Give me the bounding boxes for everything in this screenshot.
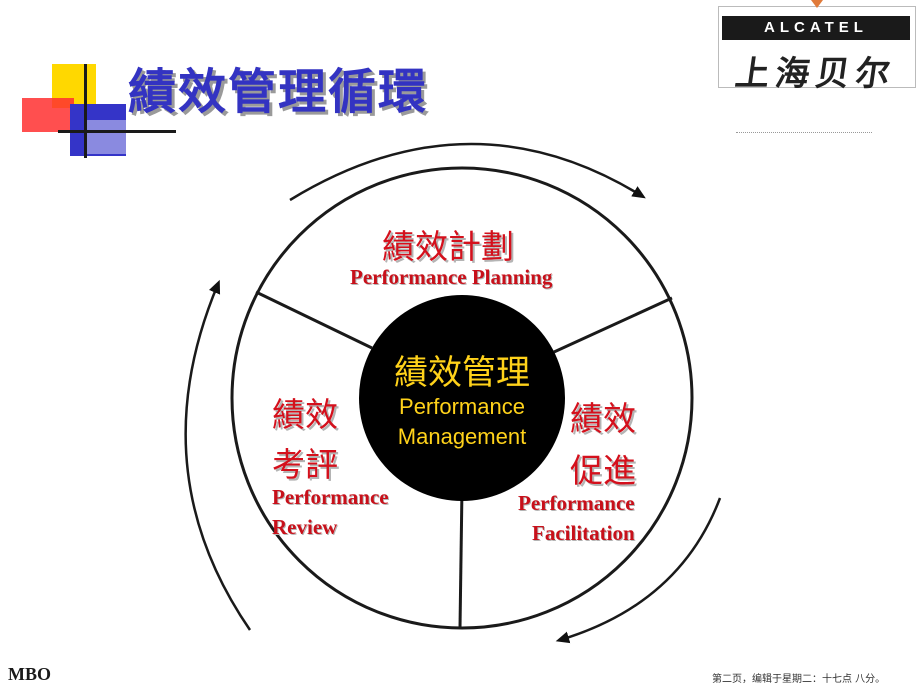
page-title: 績效管理循環 [128,64,429,120]
footer-label: MBO [8,664,51,684]
planning-title-cn: 績效計劃 [382,227,514,266]
center-title-en-line2: Management [397,424,527,449]
review-title-en-line1: Performance [272,485,389,509]
logo-brand-text: ALCATEL [722,16,910,40]
center-title-en-line1: Performance [399,394,525,419]
review-title-cn-line1: 績效 [272,395,338,434]
divider-right [553,296,673,354]
facilitation-title-cn-line1: 績效 [570,399,636,438]
divider-bottom [458,487,464,629]
facilitation-title-en-line1: Performance [518,491,635,515]
footer-page-info: 第二页，编辑于星期二：十七点 八分。 [712,674,886,685]
decor-line-horizontal [58,130,176,133]
arrow-left [184,279,252,631]
divider-left [255,290,373,350]
arrow-top [289,142,646,202]
arrow-bottom-right [555,497,722,644]
decor-square-red [22,98,74,132]
review-title-cn-line2: 考評 [272,445,338,484]
facilitation-title-cn-line2: 促進 [570,451,636,490]
outer-ring [230,166,694,630]
decor-line-vertical [84,64,87,158]
dotted-divider [736,132,872,133]
facilitation-title-en-line2: Facilitation [532,521,635,545]
center-disc [359,295,565,501]
logo-triangle-icon [811,0,823,8]
center-title-cn: 績效管理 [394,353,530,393]
planning-title-en: Performance Planning [350,265,553,289]
decor-square-light-blue [86,120,126,154]
review-title-en-line2: Review [272,515,338,539]
